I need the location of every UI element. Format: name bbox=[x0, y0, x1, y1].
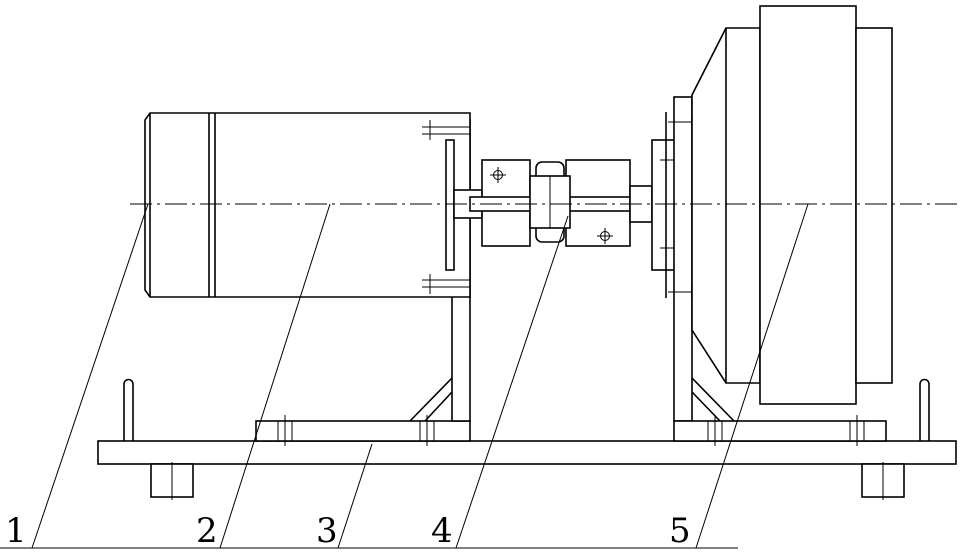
label-1: 1 bbox=[5, 511, 27, 551]
label-5: 5 bbox=[669, 511, 691, 551]
motor bbox=[145, 113, 482, 297]
label-4: 4 bbox=[431, 511, 453, 551]
coupling bbox=[470, 160, 630, 246]
label-3: 3 bbox=[316, 511, 338, 551]
load-unit bbox=[692, 6, 892, 404]
label-2: 2 bbox=[196, 511, 218, 551]
